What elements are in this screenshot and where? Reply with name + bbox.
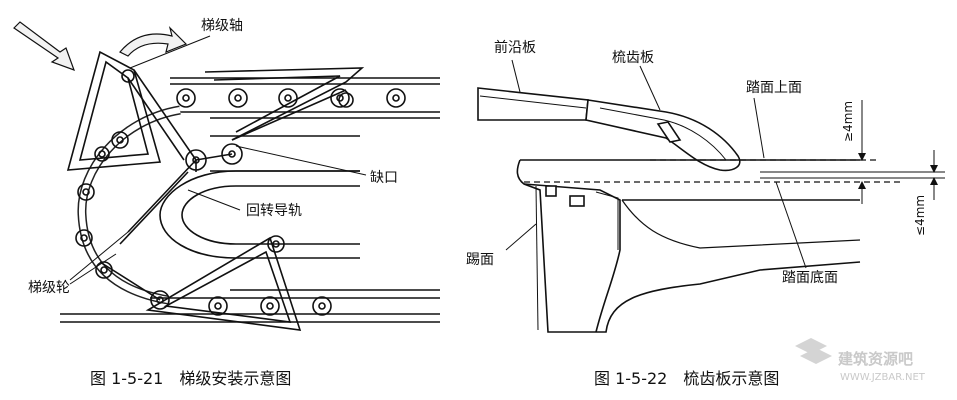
lower-guide-rails [60,289,440,323]
label-tread-bottom: 踏面底面 [782,270,838,286]
watermark: 建筑资源吧 WWW.JZBAR.NET [795,338,926,383]
watermark-name: 建筑资源吧 [838,350,913,368]
label-step-axle: 梯级轴 [201,18,243,34]
dimension-lower: ≤4mm [913,195,927,236]
caption-right: 图 1-5-22 梳齿板示意图 [594,369,779,388]
dimension-upper: ≥4mm [841,101,855,142]
label-comb-plate: 梳齿板 [612,50,654,66]
chain-rollers [75,131,129,279]
label-step-wheel: 梯级轮 [28,280,70,296]
comb-plate-diagram [477,59,945,333]
motion-arrow-left [13,21,76,72]
label-riser: 踢面 [466,252,494,268]
turnaround-rail [159,170,360,259]
step-upper-left [66,50,197,171]
upper-rail-rollers [176,88,406,108]
step-bottom [99,235,302,331]
watermark-logo-icon [795,338,832,364]
front-plate [477,87,589,121]
watermark-url: WWW.JZBAR.NET [840,372,926,383]
step-top [204,67,365,165]
label-tread-top: 踏面上面 [746,80,802,96]
caption-left: 图 1-5-21 梯级安装示意图 [90,369,291,388]
comb-plate-shape [585,99,741,172]
step-installation-diagram [13,21,440,331]
label-turnaround-rail: 回转导轨 [246,203,302,219]
motion-arrow-curved [119,26,188,57]
label-notch: 缺口 [370,170,398,186]
label-front-plate: 前沿板 [494,39,536,56]
lower-rail-rollers [208,296,332,316]
step-link-rods [119,149,233,245]
